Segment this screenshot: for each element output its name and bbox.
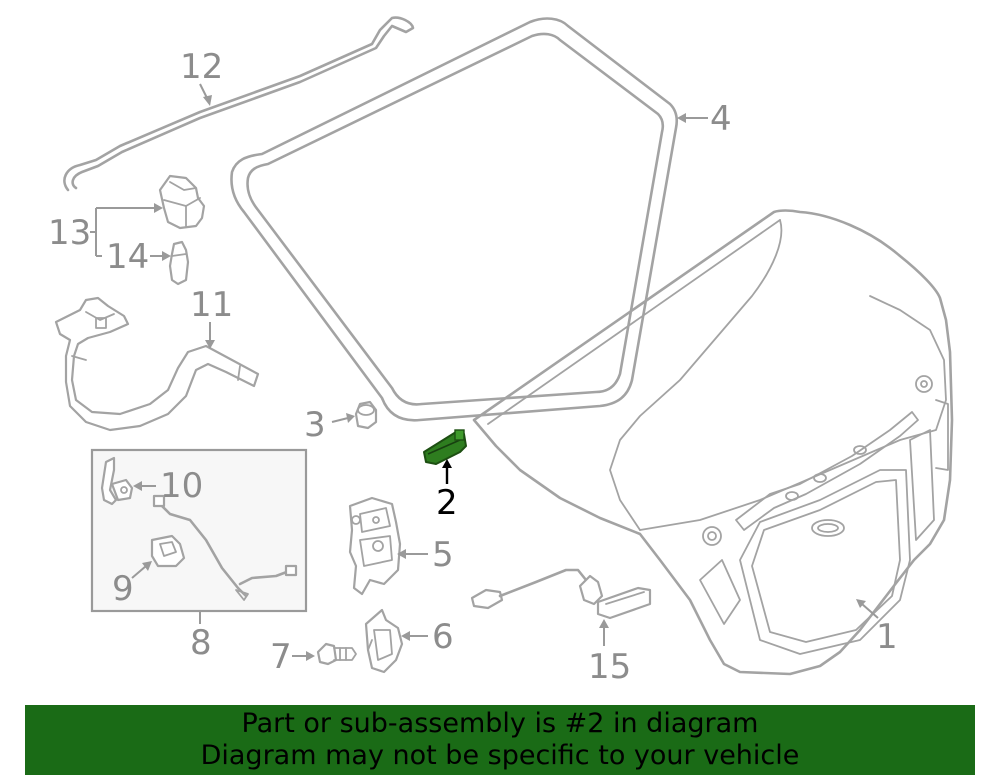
callout-15[interactable]: 15 <box>588 647 631 687</box>
part-13-bumper[interactable] <box>158 174 206 230</box>
callout-6[interactable]: 6 <box>432 617 454 657</box>
callout-5[interactable]: 5 <box>432 535 454 575</box>
banner-line-part: Part or sub-assembly is #2 in diagram <box>241 708 759 739</box>
part-8-cable-kit[interactable] <box>90 448 308 613</box>
callout-12[interactable]: 12 <box>180 47 223 87</box>
callout-13[interactable]: 13 <box>48 213 91 253</box>
part-1-trunk-lid[interactable] <box>472 209 954 676</box>
part-14-plug[interactable] <box>168 240 190 286</box>
callout-8[interactable]: 8 <box>190 623 212 663</box>
banner-line-disclaimer: Diagram may not be specific to your vehi… <box>200 740 800 771</box>
leader-lines <box>90 83 879 661</box>
callout-10[interactable]: 10 <box>160 466 203 506</box>
callout-9[interactable]: 9 <box>112 569 134 609</box>
callout-14[interactable]: 14 <box>106 237 149 277</box>
callout-1[interactable]: 1 <box>876 617 898 657</box>
part-5-latch[interactable] <box>348 496 402 596</box>
callout-labels: 12 4 13 14 11 3 2 10 9 8 5 6 7 15 1 <box>48 47 898 687</box>
part-4-weatherstrip[interactable] <box>230 17 679 422</box>
part-15-harness[interactable] <box>470 568 652 620</box>
callout-4[interactable]: 4 <box>710 99 732 139</box>
callout-3[interactable]: 3 <box>304 405 326 445</box>
info-banner: Part or sub-assembly is #2 in diagram Di… <box>25 705 975 775</box>
callout-11[interactable]: 11 <box>190 285 233 325</box>
callout-2[interactable]: 2 <box>436 483 458 523</box>
part-6-cover[interactable] <box>364 608 404 674</box>
part-7-bolt[interactable] <box>316 642 357 666</box>
callout-7[interactable]: 7 <box>270 637 292 677</box>
part-3-cushion[interactable] <box>354 400 378 430</box>
part-12-rod[interactable] <box>63 16 415 192</box>
part-2-handle[interactable] <box>423 429 467 465</box>
part-11-hinge[interactable] <box>54 296 260 432</box>
